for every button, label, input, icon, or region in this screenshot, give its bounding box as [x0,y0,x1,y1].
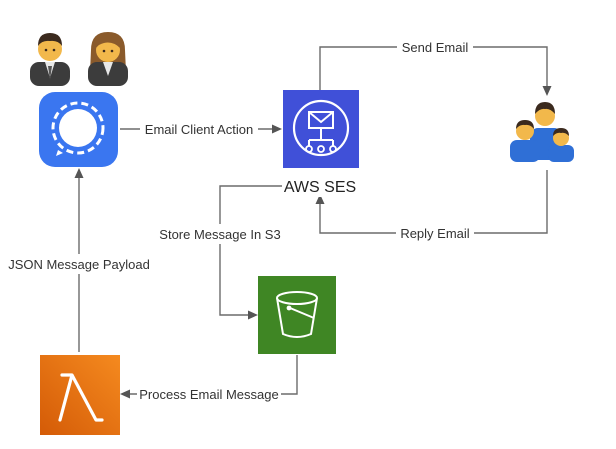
signal-app-icon [39,92,118,167]
woman-office-worker-icon [88,32,128,86]
aws-ses-icon [283,90,359,168]
aws-ses-label: AWS SES [284,179,356,196]
edge-email-client-action: Email Client Action [120,119,282,139]
family-icon [510,102,574,162]
edge-label-process-email: Process Email Message [139,387,278,402]
edge-process-email: Process Email Message [120,355,298,404]
edge-label-json-payload: JSON Message Payload [8,257,150,272]
edge-store-message: Store Message In S3 [158,185,282,320]
aws-lambda-icon [40,355,120,435]
edge-label-email-client-action: Email Client Action [145,122,253,137]
edge-label-store-message: Store Message In S3 [159,227,280,242]
edge-label-reply-email: Reply Email [400,226,469,241]
s3-bucket-icon [258,276,336,354]
edge-send-email: Send Email [319,37,552,96]
edge-label-send-email: Send Email [402,40,469,55]
man-office-worker-icon [30,33,70,86]
edge-json-payload: JSON Message Payload [8,168,150,352]
edge-reply-email: Reply Email [315,170,548,243]
users-group [30,32,128,86]
